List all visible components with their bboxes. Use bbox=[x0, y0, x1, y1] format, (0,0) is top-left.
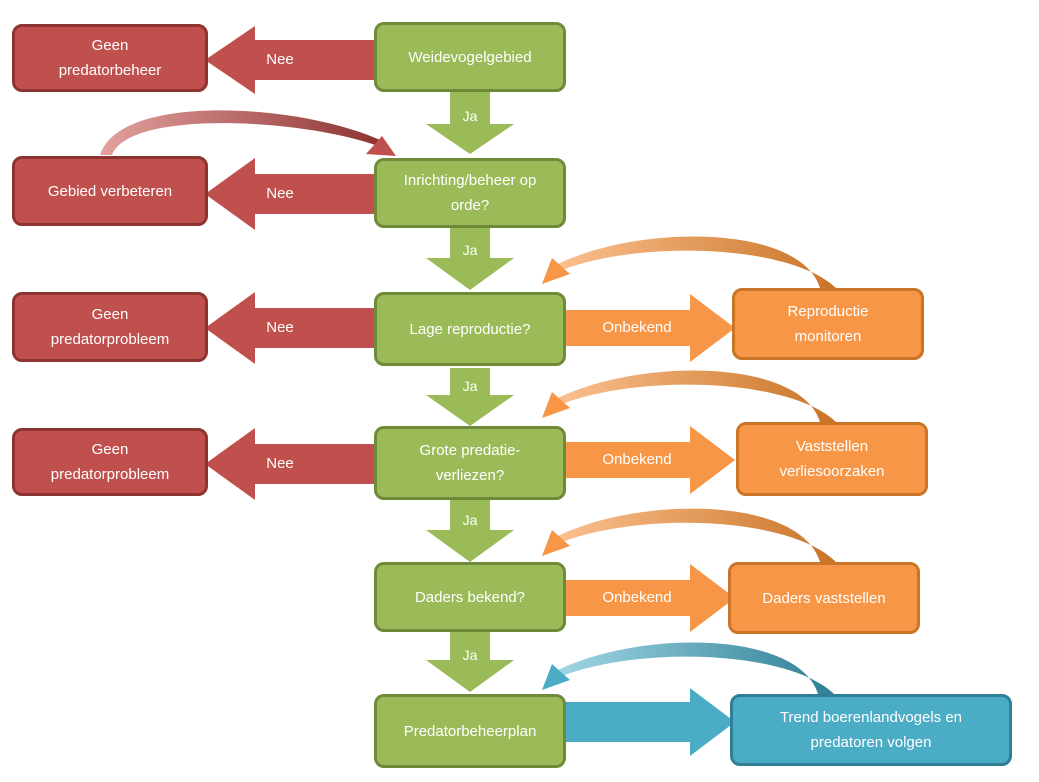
loop-arrowhead-verliesoorzaken bbox=[542, 392, 570, 418]
loop-arrow-reproductie bbox=[558, 236, 836, 288]
onbekend-arrow-1 bbox=[565, 294, 735, 362]
onbekend-label-2: Onbekend bbox=[602, 451, 672, 468]
loop-arrow-gebied bbox=[100, 110, 380, 155]
ja-label-2: Ja bbox=[462, 242, 478, 258]
ja-label-1: Ja bbox=[462, 108, 478, 124]
loop-arrowhead-daders bbox=[542, 530, 570, 556]
nee-label-3: Nee bbox=[266, 319, 294, 336]
node-daders-bekend: Daders bekend? bbox=[374, 562, 566, 632]
node-reproductie-monitoren: Reproductie monitoren bbox=[732, 288, 924, 360]
nee-label-1: Nee bbox=[266, 51, 294, 68]
node-weidevogelgebied: Weidevogelgebied bbox=[374, 22, 566, 92]
down-arrow-2 bbox=[426, 228, 514, 290]
node-grote-predatie: Grote predatie-verliezen? bbox=[374, 426, 566, 500]
loop-arrowhead-reproductie bbox=[542, 258, 570, 284]
node-inrichting: Inrichting/beheer op orde? bbox=[374, 158, 566, 228]
node-gebied-verbeteren: Gebied verbeteren bbox=[12, 156, 208, 226]
trend-arrow bbox=[565, 688, 735, 756]
nee-label-4: Nee bbox=[266, 455, 294, 472]
nee-arrow-2 bbox=[205, 158, 375, 230]
node-geen-predatorbeheer: Geen predatorbeheer bbox=[12, 24, 208, 92]
nee-label-2: Nee bbox=[266, 185, 294, 202]
loop-arrow-trend bbox=[558, 642, 834, 694]
loop-arrow-verliesoorzaken bbox=[558, 370, 836, 422]
down-arrow-1 bbox=[426, 92, 514, 154]
node-geen-predatorprobleem-2: Geen predatorprobleem bbox=[12, 428, 208, 496]
node-lage-reproductie: Lage reproductie? bbox=[374, 292, 566, 366]
loop-arrowhead-trend bbox=[542, 664, 570, 690]
node-geen-predatorprobleem-1: Geen predatorprobleem bbox=[12, 292, 208, 362]
node-daders-vaststellen: Daders vaststellen bbox=[728, 562, 920, 634]
nee-arrow-4 bbox=[205, 428, 375, 500]
ja-label-5: Ja bbox=[462, 647, 478, 663]
down-arrow-3 bbox=[426, 368, 514, 426]
nee-arrow-1 bbox=[205, 26, 375, 94]
onbekend-arrow-3 bbox=[565, 564, 735, 632]
onbekend-arrow-2 bbox=[565, 426, 735, 494]
node-trend-volgen: Trend boerenlandvogels en predatoren vol… bbox=[730, 694, 1012, 766]
onbekend-label-3: Onbekend bbox=[602, 589, 672, 606]
node-vaststellen-verliesoorzaken: Vaststellen verliesoorzaken bbox=[736, 422, 928, 496]
ja-label-4: Ja bbox=[462, 512, 478, 528]
ja-label-3: Ja bbox=[462, 378, 478, 394]
onbekend-label-1: Onbekend bbox=[602, 319, 672, 336]
loop-arrow-daders bbox=[558, 508, 836, 562]
node-predatorbeheerplan: Predatorbeheerplan bbox=[374, 694, 566, 768]
loop-arrowhead-gebied bbox=[366, 136, 396, 156]
nee-arrow-3 bbox=[205, 292, 375, 364]
down-arrow-5 bbox=[426, 632, 514, 692]
down-arrow-4 bbox=[426, 500, 514, 562]
